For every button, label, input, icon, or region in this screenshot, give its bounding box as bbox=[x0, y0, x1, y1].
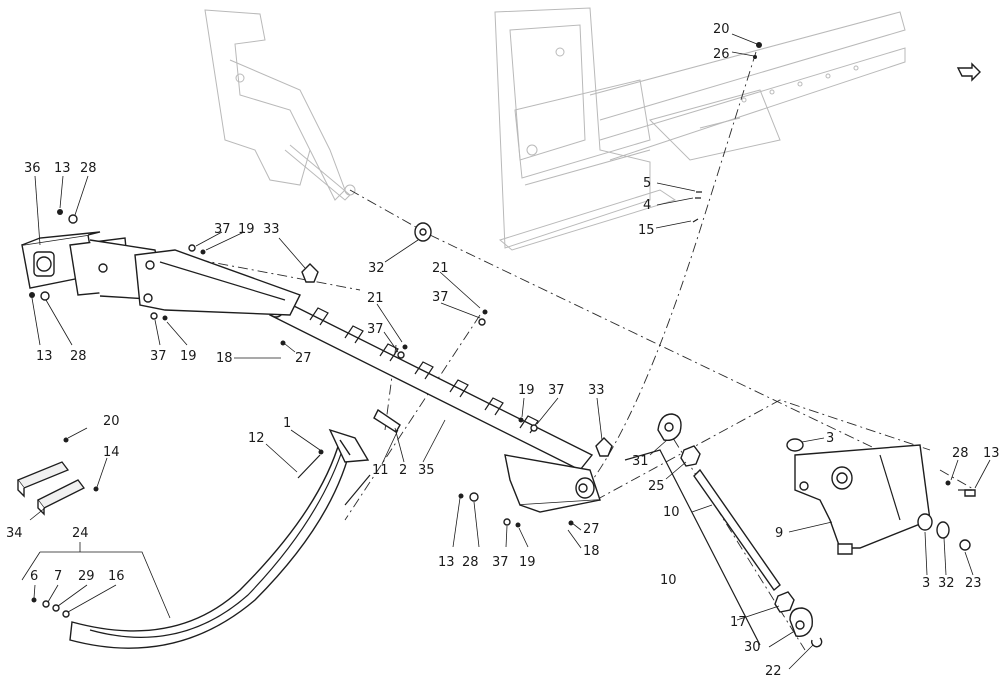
callout-19: 19 bbox=[180, 349, 197, 364]
callout-28: 28 bbox=[70, 349, 87, 364]
callout-21: 21 bbox=[432, 261, 449, 276]
callout-32: 32 bbox=[938, 576, 955, 591]
plates-34 bbox=[16, 461, 85, 516]
callout-11: 11 bbox=[372, 463, 389, 478]
callout-22: 22 bbox=[765, 664, 782, 679]
callout-28: 28 bbox=[462, 555, 479, 570]
callout-16: 16 bbox=[108, 569, 125, 584]
callout-34: 34 bbox=[6, 526, 23, 541]
rod-assembly-10 bbox=[624, 413, 823, 648]
center-lines bbox=[119, 51, 976, 651]
callout-37: 37 bbox=[214, 222, 231, 237]
callout-10: 10 bbox=[663, 505, 680, 520]
callout-24: 24 bbox=[72, 526, 89, 541]
left-bracket-36 bbox=[21, 231, 301, 316]
callout-37: 37 bbox=[150, 349, 167, 364]
callout-20: 20 bbox=[713, 22, 730, 37]
callout-labels: 20 26 5 4 15 36 13 28 37 19 33 32 21 37 … bbox=[6, 22, 1000, 679]
callout-19: 19 bbox=[519, 555, 536, 570]
callout-17: 17 bbox=[730, 615, 747, 630]
hardware-fasteners bbox=[29, 42, 972, 618]
callout-37: 37 bbox=[367, 322, 384, 337]
callout-13: 13 bbox=[54, 161, 71, 176]
callout-20: 20 bbox=[103, 414, 120, 429]
callout-5: 5 bbox=[643, 176, 651, 191]
callout-6: 6 bbox=[30, 569, 38, 584]
callout-37: 37 bbox=[548, 383, 565, 398]
callout-13: 13 bbox=[983, 446, 1000, 461]
callout-37: 37 bbox=[492, 555, 509, 570]
direction-arrow-icon bbox=[956, 62, 981, 82]
callout-2: 2 bbox=[399, 463, 407, 478]
callout-32: 32 bbox=[368, 261, 385, 276]
callout-28: 28 bbox=[952, 446, 969, 461]
main-tube-35 bbox=[267, 298, 594, 471]
callout-3: 3 bbox=[922, 576, 930, 591]
callout-13: 13 bbox=[438, 555, 455, 570]
callout-3: 3 bbox=[826, 431, 834, 446]
callout-10: 10 bbox=[660, 573, 677, 588]
callout-37: 37 bbox=[432, 290, 449, 305]
callout-12: 12 bbox=[248, 431, 265, 446]
callout-23: 23 bbox=[965, 576, 982, 591]
callout-18: 18 bbox=[583, 544, 600, 559]
pivot-plate-9 bbox=[786, 438, 976, 555]
callout-27: 27 bbox=[295, 351, 312, 366]
callout-30: 30 bbox=[744, 640, 761, 655]
callout-18: 18 bbox=[216, 351, 233, 366]
right-tube-bracket bbox=[504, 454, 601, 513]
leader-lines bbox=[21, 33, 991, 670]
callout-15: 15 bbox=[638, 223, 655, 238]
callout-33: 33 bbox=[588, 383, 605, 398]
curved-blade-24 bbox=[69, 428, 370, 649]
callout-25: 25 bbox=[648, 479, 665, 494]
callout-19: 19 bbox=[238, 222, 255, 237]
callout-29: 29 bbox=[78, 569, 95, 584]
callout-35: 35 bbox=[418, 463, 435, 478]
background-frame bbox=[204, 7, 906, 251]
callout-7: 7 bbox=[54, 569, 62, 584]
callout-33: 33 bbox=[263, 222, 280, 237]
callout-1: 1 bbox=[283, 416, 291, 431]
callout-26: 26 bbox=[713, 47, 730, 62]
callout-4: 4 bbox=[643, 198, 651, 213]
callout-13: 13 bbox=[36, 349, 53, 364]
callout-31: 31 bbox=[632, 454, 649, 469]
callout-9: 9 bbox=[775, 526, 783, 541]
callout-21: 21 bbox=[367, 291, 384, 306]
callout-14: 14 bbox=[103, 445, 120, 460]
callout-36: 36 bbox=[24, 161, 41, 176]
callout-19: 19 bbox=[518, 383, 535, 398]
callout-27: 27 bbox=[583, 522, 600, 537]
callout-28: 28 bbox=[80, 161, 97, 176]
